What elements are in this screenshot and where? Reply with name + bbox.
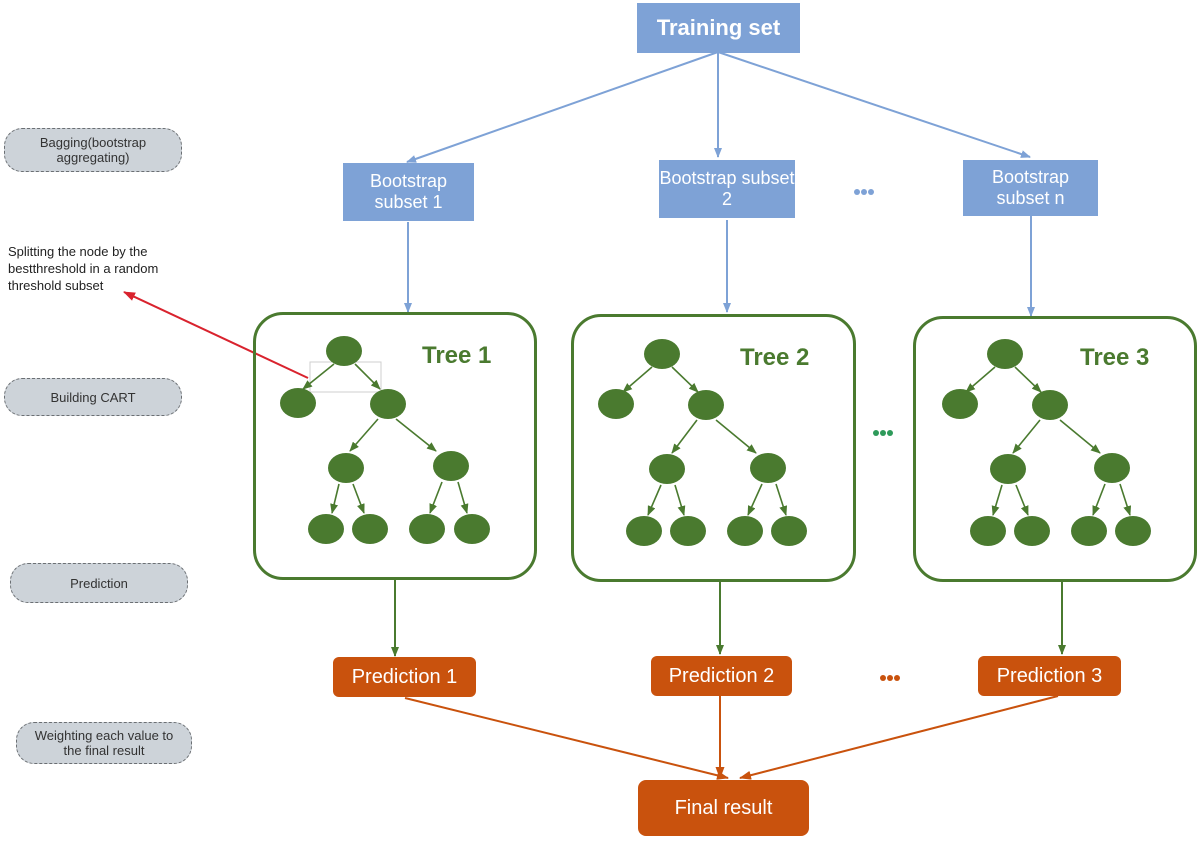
prediction-3-label: Prediction 3 [996,664,1103,687]
prediction-2-box: Prediction 2 [651,656,792,696]
prediction-1-label: Prediction 1 [351,665,458,688]
tree-2-title: Tree 2 [740,344,810,371]
bootstrap-subset-2-label: Bootstrap subset 2 [659,168,795,209]
tree-2-frame [571,314,856,582]
arrow-prediction-3-to-final [739,695,1059,780]
side-label-prediction-text: Prediction [70,575,128,591]
prediction-1-box: Prediction 1 [333,657,476,697]
arrow-training-to-subset-n [717,51,1031,158]
tree-2-graph [598,339,807,546]
bootstrap-subset-2: Bootstrap subset 2 [659,160,795,218]
side-label-weighting-text: Weighting each value to the final result [34,728,174,758]
bootstrap-subset-1: Bootstrap subset 1 [343,163,474,221]
final-result-box: Final result [638,780,809,836]
arrow-training-to-subset-1 [406,51,719,163]
bootstrap-subset-n: Bootstrap subset n [963,160,1098,216]
tree-1-title: Tree 1 [422,342,492,369]
ellipsis-subsets-icon [854,189,874,195]
tree-1-frame [253,312,537,580]
training-set-label: Training set [656,15,781,40]
side-label-building-cart: Building CART [4,378,182,416]
prediction-2-label: Prediction 2 [668,664,775,687]
tree-3-graph [942,339,1151,546]
split-annotation: Splitting the node by the bestthreshold … [8,243,206,294]
annotation-arrow [123,291,309,379]
split-annotation-text: Splitting the node by the bestthreshold … [8,244,159,293]
side-label-bagging-text: Bagging(bootstrap aggregating) [39,135,147,165]
ellipsis-trees-icon [873,430,893,436]
ellipsis-predictions-icon [880,675,900,681]
training-set-box: Training set [637,3,800,53]
final-result-label: Final result [674,796,773,819]
side-label-building-cart-text: Building CART [50,389,136,405]
side-label-weighting: Weighting each value to the final result [16,722,192,764]
bootstrap-subset-n-label: Bootstrap subset n [991,167,1070,208]
side-label-prediction: Prediction [10,563,188,603]
tree-3-title: Tree 3 [1080,344,1150,371]
tree-3-frame [913,316,1197,582]
arrow-prediction-1-to-final [404,697,729,780]
side-label-bagging: Bagging(bootstrap aggregating) [4,128,182,172]
prediction-3-box: Prediction 3 [978,656,1121,696]
bootstrap-subset-1-label: Bootstrap subset 1 [369,171,448,212]
tree-1-graph [280,336,490,544]
